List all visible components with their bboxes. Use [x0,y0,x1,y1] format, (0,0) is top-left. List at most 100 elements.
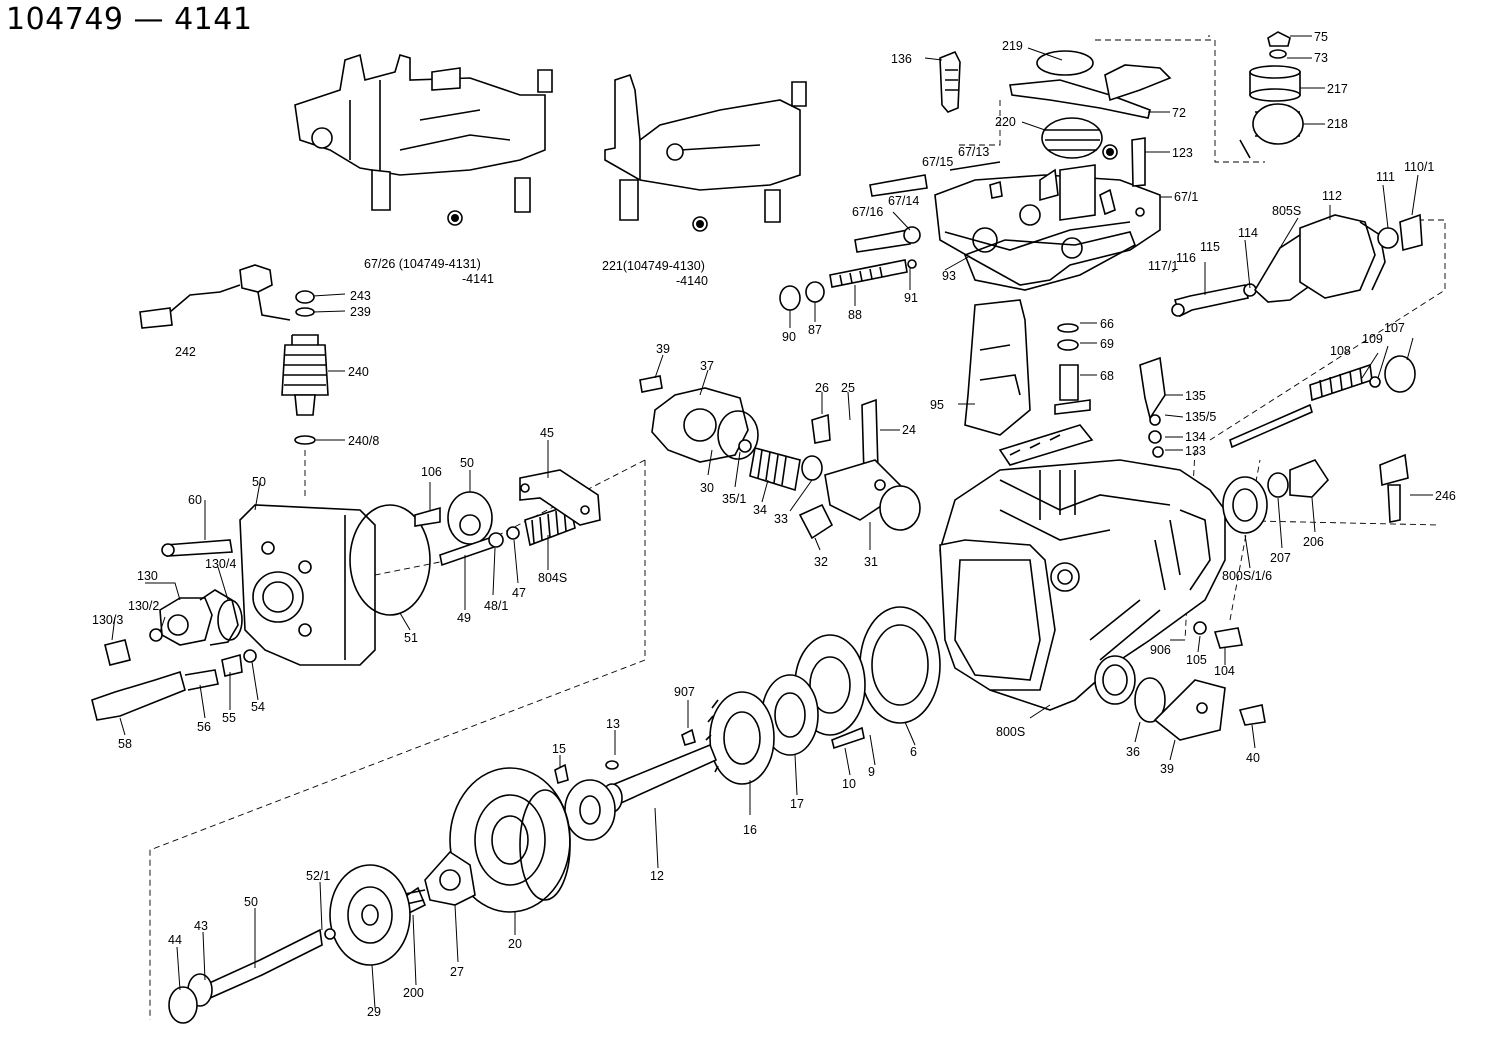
callout: 52/1 [306,869,330,883]
subassembly-label-middle: 221(104749-4130) [602,259,705,273]
callout: 135 [1185,389,1206,403]
callout: 200 [403,986,424,1000]
callout: 48/1 [484,599,508,613]
callout: 58 [118,737,132,751]
callout: 33 [774,512,788,526]
callout: 135/5 [1185,410,1216,424]
subassembly-label-left: 67/26 (104749-4131) [364,257,481,271]
callout: 111 [1376,170,1395,184]
callout: 15 [552,742,566,756]
callout: 73 [1314,51,1328,65]
callout: 95 [930,398,944,412]
bracket-assembly-221 [604,73,807,232]
timer-group [639,375,921,540]
sheet-title: 104749 — 4141 [6,2,253,37]
callout: 34 [753,503,767,517]
callout: 907 [674,685,695,699]
callout: 134 [1185,430,1206,444]
piston-group-45 [414,469,601,567]
callout: 66 [1100,317,1114,331]
callout: 72 [1172,106,1186,120]
callout: 6 [910,745,917,759]
callout: 68 [1100,369,1114,383]
callout: 40 [1246,751,1260,765]
callout: 219 [1002,39,1023,53]
callout: 133 [1185,444,1206,458]
callout: 130/4 [205,557,236,571]
callout: 117/1 [1148,259,1178,273]
callout: 10 [842,777,856,791]
rear-cover-group [1134,677,1266,741]
callout: 47 [512,586,526,600]
callout: 24 [902,423,916,437]
callout-labels: 243 239 242 240 240/8 60 50 106 50 45 13… [92,30,1456,1019]
callout: 13 [606,717,620,731]
leader-lines [111,35,1433,1009]
main-shaft-group [168,743,718,1024]
callout: 67/14 [888,194,919,208]
callout: 50 [460,456,474,470]
callout: 220 [995,115,1016,129]
callout: 114 [1238,226,1258,240]
callout: 35/1 [722,492,746,506]
callout: 246 [1435,489,1456,503]
callout: 49 [457,611,471,625]
left-housing-group [91,504,431,721]
callout: 67/1 [1174,190,1198,204]
callout: 130 [137,569,158,583]
callout: 130/3 [92,613,123,627]
callout: 109 [1362,332,1383,346]
callout: 32 [814,555,828,569]
callout: 105 [1186,653,1207,667]
bracket-assembly-67-26 [294,53,553,226]
callout: 67/16 [852,205,883,219]
governor-linkage [939,50,1172,187]
callout: 43 [194,919,208,933]
callout: 116 [1176,251,1196,265]
callout: 104 [1214,664,1235,678]
callout: 12 [650,869,664,883]
callout: 87 [808,323,822,337]
callout: 60 [188,493,202,507]
callout: 110/1 [1404,160,1434,174]
callout: 88 [848,308,862,322]
callout: 800S/1/6 [1222,569,1272,583]
callout: 67/13 [958,145,989,159]
callout: 39 [1160,762,1174,776]
callout: 906 [1150,643,1171,657]
callout: 56 [197,720,211,734]
callout: 75 [1314,30,1328,44]
callout: 54 [251,700,265,714]
callout: 45 [540,426,554,440]
callout: 30 [700,481,714,495]
callout: 20 [508,937,522,951]
callout: 91 [904,291,918,305]
callout: 239 [350,305,371,319]
callout: 39 [656,342,670,356]
callout: 67/15 [922,155,953,169]
callout: 108 [1330,344,1351,358]
callout: 130/2 [128,599,159,613]
callout: 804S [538,571,567,585]
callout: 69 [1100,337,1114,351]
callout: 800S [996,725,1025,739]
callout: 55 [222,711,236,725]
callout: 93 [942,269,956,283]
callout: 123 [1172,146,1193,160]
callout: 217 [1327,82,1348,96]
callout: 106 [421,465,442,479]
solenoid-group [139,264,329,500]
spring-group-217 [1239,31,1304,159]
callout: 9 [868,765,875,779]
callout: 27 [450,965,464,979]
subassembly-label-left-suffix: -4141 [462,272,494,286]
callout: 44 [168,933,182,947]
governor-cover-group [779,144,1161,311]
subassembly-label-middle-suffix: -4140 [676,274,708,288]
callout: 25 [841,381,855,395]
callout: 36 [1126,745,1140,759]
callout: 112 [1322,189,1342,203]
callout: 136 [891,52,912,66]
callout: 26 [815,381,829,395]
